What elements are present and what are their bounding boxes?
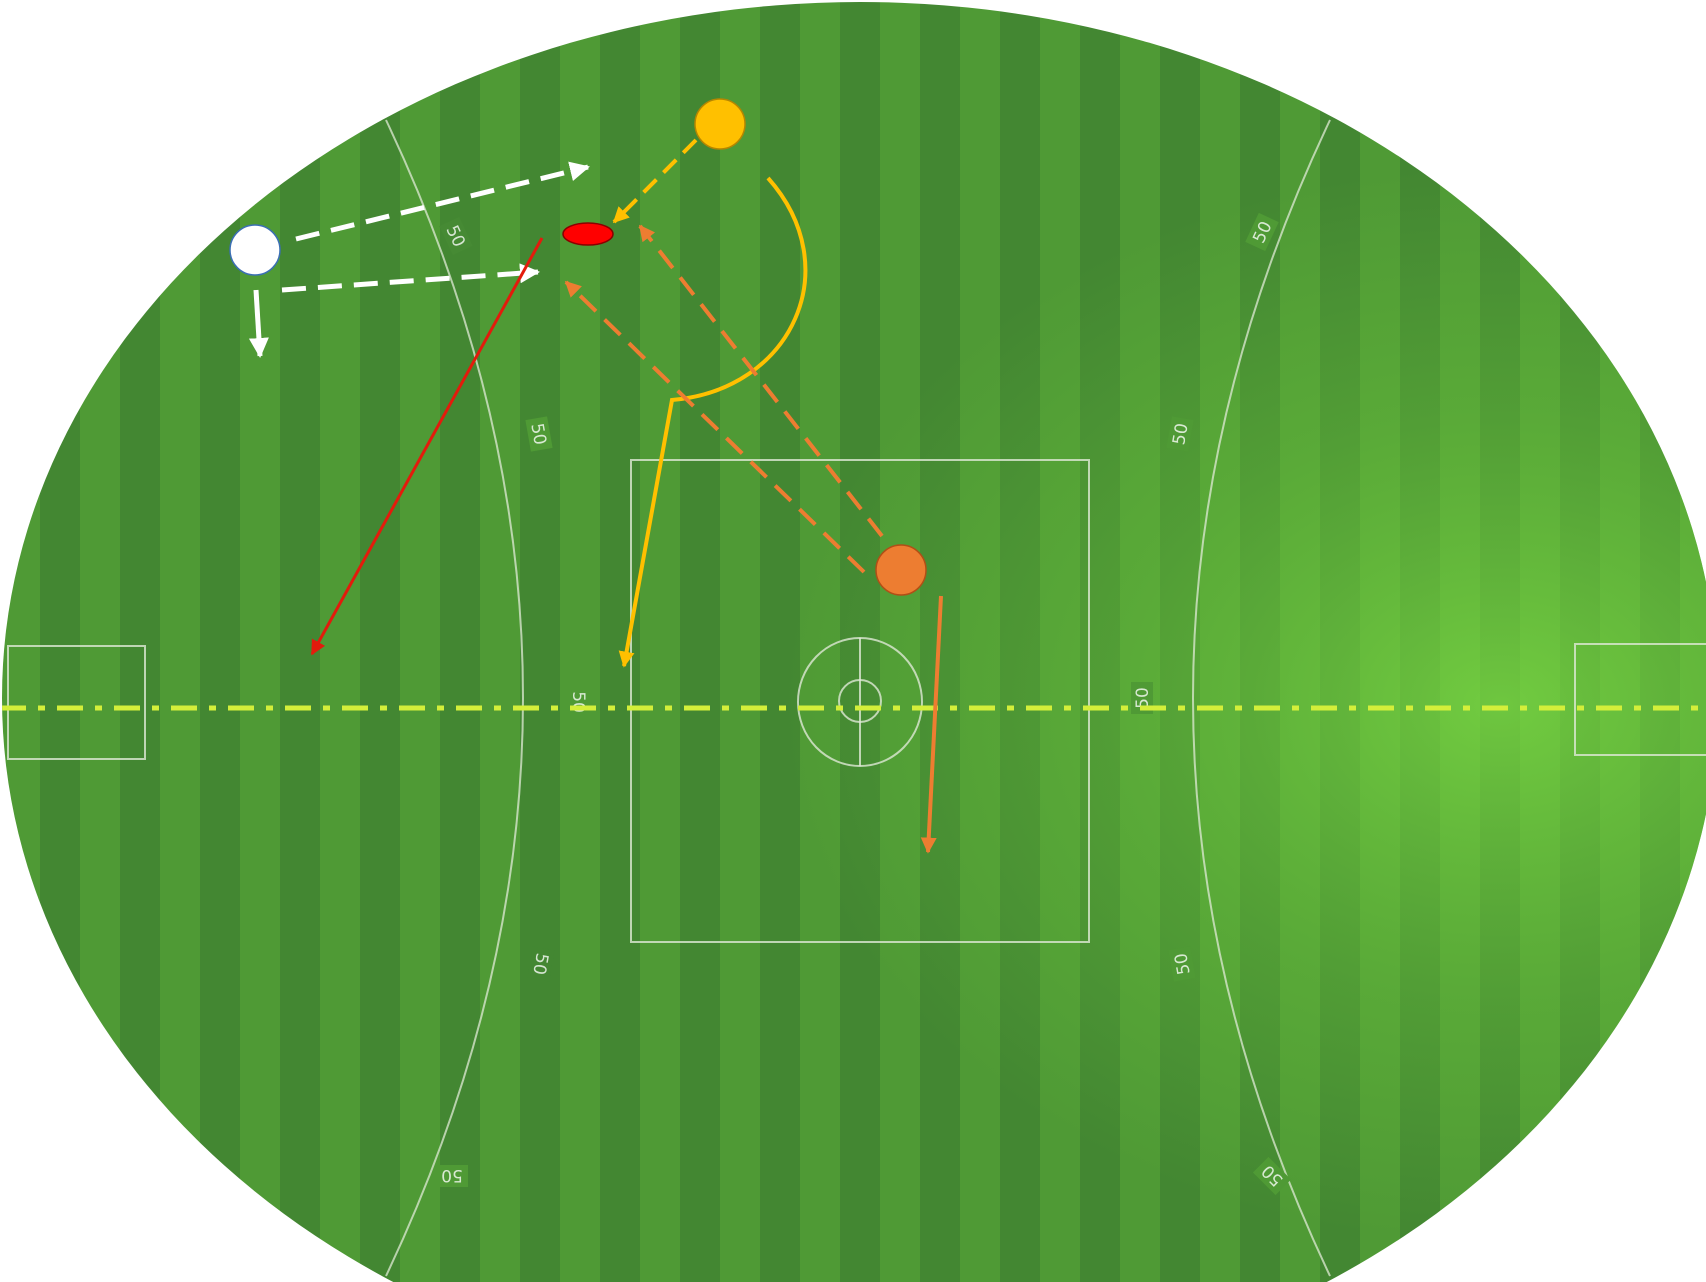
svg-text:50: 50 [526, 422, 549, 447]
yellow-player-marker [695, 99, 745, 149]
ball-marker [563, 223, 613, 245]
svg-text:50: 50 [441, 1165, 463, 1185]
orange-player-marker [876, 545, 926, 595]
svg-text:50: 50 [1171, 951, 1194, 976]
svg-text:50: 50 [1169, 422, 1192, 447]
svg-text:50: 50 [528, 951, 551, 976]
white-player-marker [230, 225, 280, 275]
